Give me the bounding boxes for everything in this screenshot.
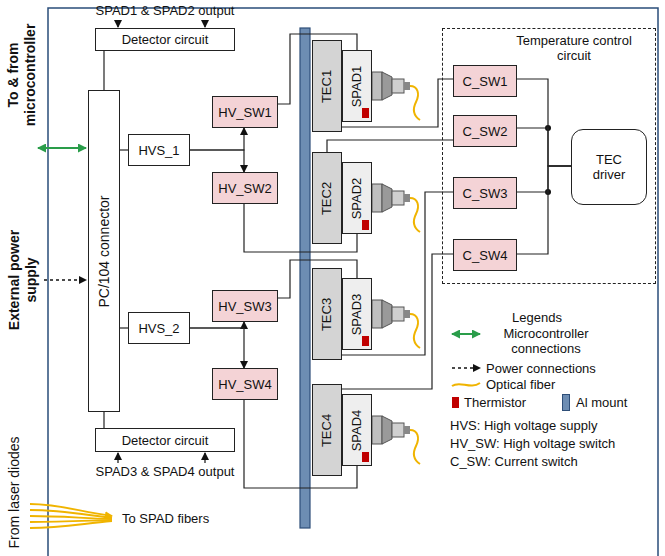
hv-switch: HV_SW1: [212, 96, 278, 128]
wire-connector: [103, 412, 104, 428]
wire-connector: [190, 328, 244, 368]
hv-supply: HVS_1: [128, 134, 190, 166]
node-text: SPAD2: [350, 177, 365, 219]
node-text: C_SW4: [463, 248, 508, 263]
hv-switch: HV_SW3: [212, 290, 278, 322]
wire-connector: [327, 140, 453, 152]
node-text: HV_SW2: [218, 181, 271, 196]
current-switch: C_SW4: [453, 239, 517, 271]
node-text: TEC1: [320, 69, 335, 102]
side-label: External power supply: [5, 218, 39, 343]
tec-module: TEC3: [312, 268, 342, 360]
node-text: C_SW2: [463, 124, 508, 139]
wire-connector: [517, 128, 571, 166]
node-text: HV_SW3: [218, 299, 271, 314]
node-text: C_SW3: [463, 186, 508, 201]
node-text: C_SW1: [463, 74, 508, 89]
tec-driver: TEC driver: [571, 129, 647, 205]
hv-supply: HVS_2: [128, 312, 190, 344]
side-label: To & from microcontroller: [5, 10, 39, 140]
node-text: Detector circuit: [122, 433, 209, 448]
legend-swatch: [562, 394, 570, 411]
node-text: TEC2: [320, 181, 335, 214]
node-text: HVS_1: [138, 143, 179, 158]
abbreviation-note: HV_SW: High voltage switch: [450, 436, 655, 451]
signal-label: SPAD3 & SPAD4 output: [65, 464, 265, 479]
wire-connector: [517, 166, 571, 254]
wire-connector: [342, 254, 453, 389]
thermistor-mark: [362, 220, 369, 230]
spad-detector: SPAD4: [342, 394, 372, 466]
wire-connector: [120, 327, 128, 328]
node-text: HV_SW4: [218, 377, 271, 392]
spad-detector: SPAD2: [342, 162, 372, 234]
tec-module: TEC2: [312, 152, 342, 244]
node-text: TEC4: [320, 413, 335, 446]
wire-connector: [190, 128, 244, 150]
signal-label: SPAD1 & SPAD2 output: [65, 3, 265, 18]
spad-detector: SPAD3: [342, 278, 372, 350]
thermistor-mark: [362, 336, 369, 346]
current-switch: C_SW1: [453, 65, 517, 97]
legend-text: Optical fiber: [486, 377, 636, 392]
node-text: PC/104 connector: [97, 195, 112, 307]
node-text: HVS_2: [138, 321, 179, 336]
current-switch: C_SW3: [453, 177, 517, 209]
node-text: Temperature control circuit: [499, 33, 649, 63]
wire-connector: [120, 149, 128, 150]
hv-switch: HV_SW2: [212, 172, 278, 204]
wire-connector: [517, 166, 571, 192]
detector-circuit: Detector circuit: [95, 428, 235, 452]
wire-connector: [190, 150, 244, 172]
legend-heading: Legends: [512, 310, 592, 325]
detector-circuit: Detector circuit: [95, 28, 235, 51]
legend-text: Thermistor: [464, 395, 554, 410]
spad-detector: SPAD1: [342, 50, 372, 122]
wire-connector: [517, 79, 571, 166]
connector-box: PC/104 connector: [88, 90, 120, 412]
legend-text: Al mount: [576, 395, 656, 410]
node-text: TEC driver: [581, 152, 637, 182]
node-text: HV_SW1: [218, 105, 271, 120]
hv-switch: HV_SW4: [212, 368, 278, 400]
legend-text: Power connections: [486, 361, 636, 376]
abbreviation-note: HVS: High voltage supply: [450, 418, 655, 433]
current-switch: C_SW2: [453, 115, 517, 147]
node-text: SPAD3: [350, 293, 365, 335]
tec-module: TEC1: [312, 40, 342, 132]
abbreviation-note: C_SW: Current switch: [450, 454, 655, 469]
node-text: SPAD1: [350, 65, 365, 107]
node-text: Detector circuit: [122, 32, 209, 47]
control-region: Temperature control circuitC_SW1C_SW2C_S…: [442, 28, 656, 284]
wire-connector: [103, 51, 104, 90]
node-text: SPAD4: [350, 409, 365, 451]
tec-module: TEC4: [312, 384, 342, 476]
fiber-label: To SPAD fibers: [122, 511, 252, 526]
thermistor-mark: [362, 452, 369, 462]
wire-connector: [190, 322, 244, 328]
side-label: From laser diodes: [7, 422, 22, 556]
legend-swatch: [452, 397, 459, 408]
thermistor-mark: [362, 108, 369, 118]
node-text: TEC3: [320, 297, 335, 330]
legend-text: Microcontroller connections: [486, 326, 606, 356]
